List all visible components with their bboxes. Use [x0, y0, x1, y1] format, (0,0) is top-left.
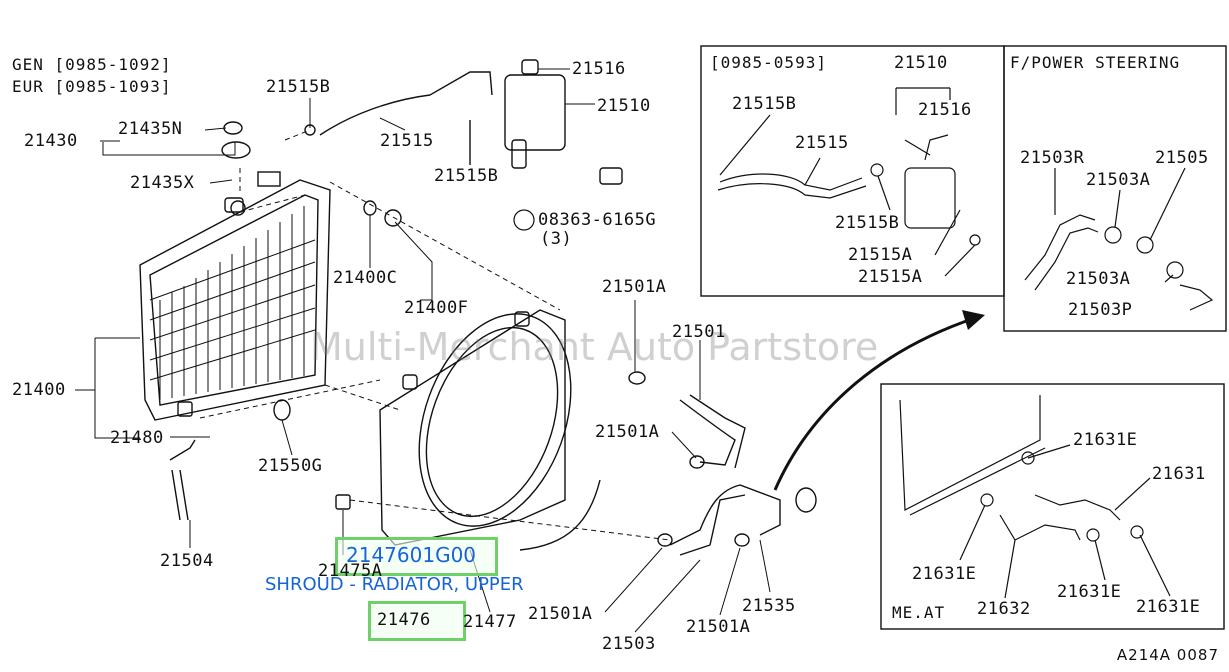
- label-08363-qty: (3): [540, 229, 573, 249]
- inset-label-21632[interactable]: 21632: [977, 599, 1031, 619]
- inset-label-21503P[interactable]: 21503P: [1068, 300, 1133, 320]
- inset-label-21516[interactable]: 21516: [918, 100, 972, 120]
- label-21480[interactable]: 21480: [110, 428, 164, 448]
- inset-label-21631E-a[interactable]: 21631E: [1073, 430, 1138, 450]
- label-21501A-mid[interactable]: 21501A: [595, 422, 660, 442]
- label-21504[interactable]: 21504: [160, 551, 214, 571]
- arrow-head: [962, 310, 985, 330]
- highlight-part-number-box[interactable]: [335, 537, 498, 576]
- inset-label-21505[interactable]: 21505: [1155, 148, 1209, 168]
- inset-label-21631E-b[interactable]: 21631E: [912, 564, 977, 584]
- label-21435N[interactable]: 21435N: [118, 119, 183, 139]
- inset-reservoir-parts: [717, 87, 981, 277]
- label-21503[interactable]: 21503: [602, 634, 656, 654]
- header-eur-range: EUR [0985-1093]: [12, 77, 172, 96]
- watermark: Multi-Merchant Auto Partstore: [310, 325, 879, 369]
- inset-label-21510[interactable]: 21510: [894, 53, 948, 73]
- highlight-part-number[interactable]: 2147601G00: [346, 543, 477, 567]
- label-21510[interactable]: 21510: [597, 96, 651, 116]
- inset-label-21631E-d[interactable]: 21631E: [1136, 597, 1201, 617]
- inset-pointer-arrow: [773, 316, 976, 491]
- alignment-dashes: [199, 129, 671, 541]
- header-gen-range: GEN [0985-1092]: [12, 55, 172, 74]
- inset-frame-me-at: [880, 383, 1225, 630]
- label-21435X[interactable]: 21435X: [130, 173, 195, 193]
- label-21501A-bottom[interactable]: 21501A: [686, 617, 751, 637]
- label-21477[interactable]: 21477: [463, 612, 517, 632]
- inset-label-21503R[interactable]: 21503R: [1020, 148, 1085, 168]
- inset-frame-power-steering: [1003, 45, 1227, 332]
- label-21501[interactable]: 21501: [672, 322, 726, 342]
- overflow-hose-and-reservoir: [221, 59, 623, 187]
- inset-power-steering-parts: [1024, 167, 1214, 311]
- label-21501A-lower[interactable]: 21501A: [528, 604, 593, 624]
- highlight-ref-box[interactable]: [368, 601, 466, 641]
- label-21550G[interactable]: 21550G: [258, 456, 323, 476]
- highlight-part-description: SHROUD - RADIATOR, UPPER: [265, 574, 524, 595]
- label-21400F[interactable]: 21400F: [404, 298, 469, 318]
- radiator-core: [139, 179, 331, 421]
- label-21476[interactable]: 21476: [377, 610, 431, 630]
- label-21475A[interactable]: 21475A: [318, 561, 383, 581]
- label-21400[interactable]: 21400: [12, 380, 66, 400]
- inset-label-21631[interactable]: 21631: [1152, 464, 1206, 484]
- label-21516[interactable]: 21516: [572, 59, 626, 79]
- inset-label-21631E-c[interactable]: 21631E: [1057, 582, 1122, 602]
- label-21515B-lower[interactable]: 21515B: [434, 166, 499, 186]
- label-08363-6165G[interactable]: 08363-6165G: [538, 210, 657, 230]
- inset-label-21503A-top[interactable]: 21503A: [1086, 170, 1151, 190]
- inset-label-21515A-b[interactable]: 21515A: [858, 267, 923, 287]
- inset-label-21515A-a[interactable]: 21515A: [848, 245, 913, 265]
- label-21501A-top[interactable]: 21501A: [602, 277, 667, 297]
- label-21535[interactable]: 21535: [742, 596, 796, 616]
- label-21430[interactable]: 21430: [24, 131, 78, 151]
- inset-label-21503A-lower[interactable]: 21503A: [1066, 269, 1131, 289]
- inset-label-21515[interactable]: 21515: [795, 133, 849, 153]
- diagram-code: A214A 0087: [1116, 646, 1219, 664]
- bolt-symbol: [513, 209, 535, 231]
- inset-label-21515B-top[interactable]: 21515B: [732, 94, 797, 114]
- label-21400C[interactable]: 21400C: [333, 268, 398, 288]
- label-21515B-top[interactable]: 21515B: [266, 77, 331, 97]
- label-21515[interactable]: 21515: [380, 131, 434, 151]
- inset-label-21515B-lower[interactable]: 21515B: [835, 213, 900, 233]
- lower-hoses: [169, 200, 817, 556]
- inset-reservoir-range: [0985-0593]: [710, 53, 827, 72]
- inset-me-at-title: ME.AT: [892, 603, 946, 622]
- inset-power-steering-title: F/POWER STEERING: [1010, 53, 1181, 72]
- inset-me-at-parts: [899, 395, 1171, 599]
